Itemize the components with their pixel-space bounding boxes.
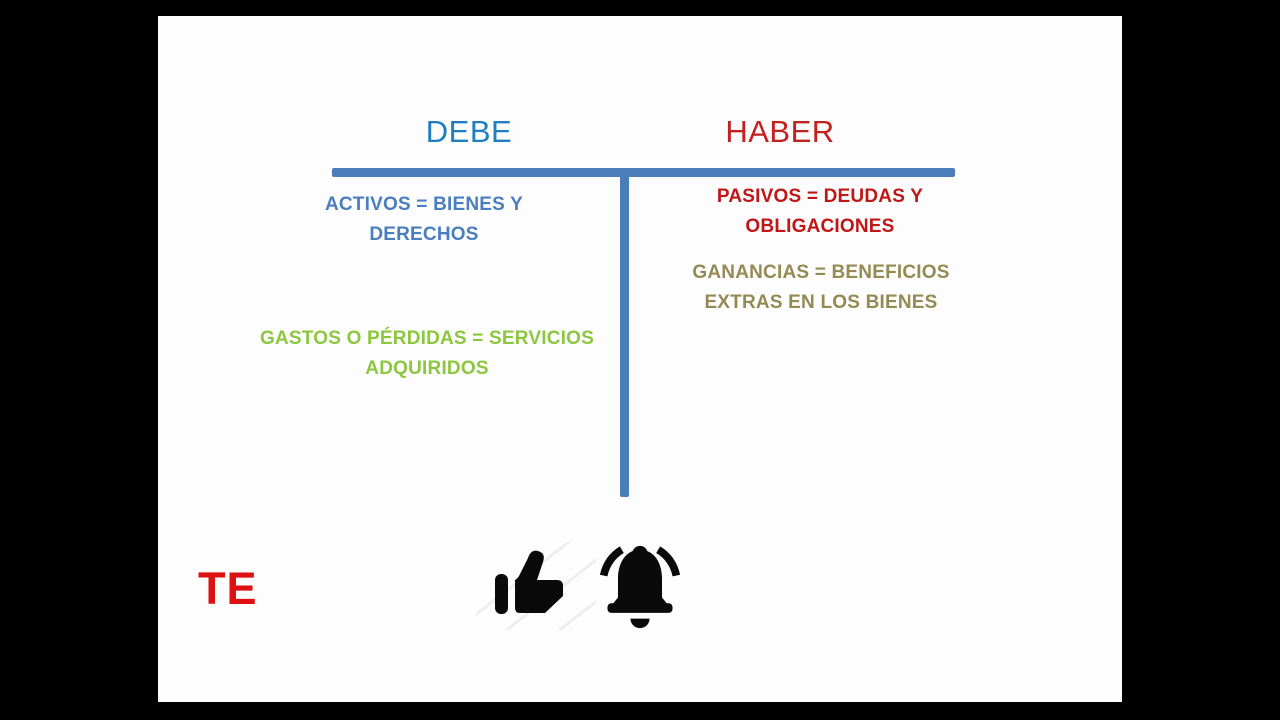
debit-entry-gastos: GASTOS O PÉRDIDAS = SERVICIOS ADQUIRIDOS [260,328,594,379]
slide-canvas: DEBE HABER ACTIVOS = BIENES Y DERECHOS G… [158,16,1122,702]
debit-entry-activos: ACTIVOS = BIENES Y DERECHOS [324,194,524,245]
cta-partial-text: TE [198,563,258,614]
t-account-vertical-line [620,168,629,497]
debit-column-header: DEBE [425,114,513,149]
credit-entry-ganancias: GANANCIAS = BENEFICIOS EXTRAS EN LOS BIE… [692,262,950,313]
credit-entry-pasivos: PASIVOS = DEUDAS Y OBLIGACIONES [716,186,924,237]
credit-column-header: HABER [725,114,835,149]
bell-icon [598,543,682,631]
thumbs-up-icon [493,550,565,616]
t-account-horizontal-line [332,168,955,177]
